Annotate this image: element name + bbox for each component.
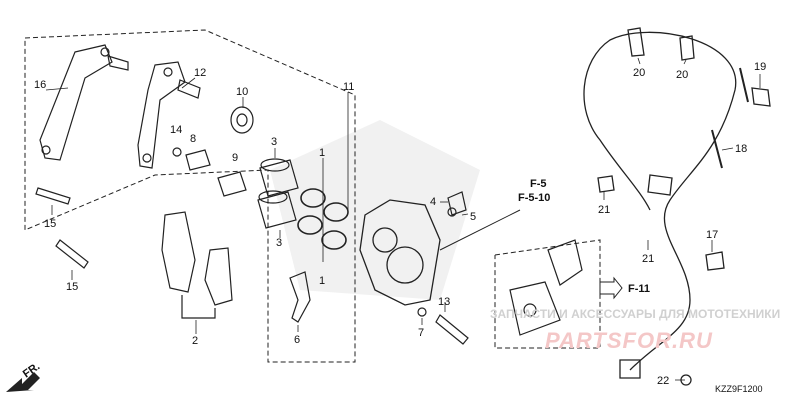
bracket-16 (39, 44, 129, 161)
label-9: 9 (232, 152, 238, 164)
label-21-right: 21 (642, 253, 654, 265)
label-8: 8 (190, 133, 196, 145)
ref-f-5: F-5 (530, 178, 547, 190)
label-5: 5 (470, 211, 476, 223)
seals-1 (297, 188, 349, 250)
fork-detail (509, 239, 583, 336)
label-12: 12 (194, 67, 206, 79)
pads-2 (161, 211, 233, 319)
pin-13 (417, 307, 469, 345)
label-18: 18 (735, 143, 747, 155)
small-parts-upper (172, 106, 254, 197)
pistons-3 (257, 158, 299, 229)
label-15-lower: 15 (66, 281, 78, 293)
label-22: 22 (657, 375, 669, 387)
label-15-upper: 15 (44, 218, 56, 230)
label-2: 2 (192, 335, 198, 347)
label-19: 19 (754, 61, 766, 73)
label-6: 6 (294, 334, 300, 346)
bolts-15 (35, 187, 89, 269)
watermark-brand: PARTSFOR.RU (545, 328, 713, 353)
ref-f-11: F-11 (628, 283, 650, 295)
abs-wire (583, 27, 771, 386)
label-3-lower: 3 (276, 237, 282, 249)
label-20-right: 20 (676, 69, 688, 81)
label-14: 14 (170, 124, 182, 136)
bleeder-4-5 (447, 191, 467, 217)
label-16: 16 (34, 79, 46, 91)
caliper-body (359, 199, 441, 306)
front-arrow-icon (6, 372, 40, 392)
background-logo (270, 120, 480, 300)
watermark-text: ЗАПЧАСТИ И АКСЕССУАРЫ ДЛЯ МОТОТЕХНИКИ (490, 307, 780, 321)
bracket-12 (137, 61, 201, 169)
label-11: 11 (343, 81, 354, 93)
label-10: 10 (236, 86, 248, 98)
label-21-left: 21 (598, 204, 610, 216)
group-outlines (24, 29, 601, 363)
pad-spring-6 (289, 271, 311, 323)
reference-labels: F-5 F-5-10 F-11 (518, 178, 650, 295)
diagram-code: KZZ9F1200 (715, 384, 763, 394)
label-1-lower: 1 (319, 275, 325, 287)
watermark: ЗАПЧАСТИ И АКСЕССУАРЫ ДЛЯ МОТОТЕХНИКИ PA… (490, 307, 780, 353)
label-3-upper: 3 (271, 136, 277, 148)
label-20-left: 20 (633, 67, 645, 79)
part-labels: 16 12 10 11 14 8 9 3 3 1 1 4 5 6 7 13 2 … (34, 61, 766, 387)
label-17: 17 (706, 229, 718, 241)
label-7: 7 (418, 327, 424, 339)
ref-f-5-10: F-5-10 (518, 192, 550, 204)
label-4: 4 (430, 196, 436, 208)
label-1-upper: 1 (319, 147, 325, 159)
reference-arrows (439, 209, 623, 300)
label-13: 13 (438, 296, 450, 308)
leader-lines (45, 57, 761, 381)
